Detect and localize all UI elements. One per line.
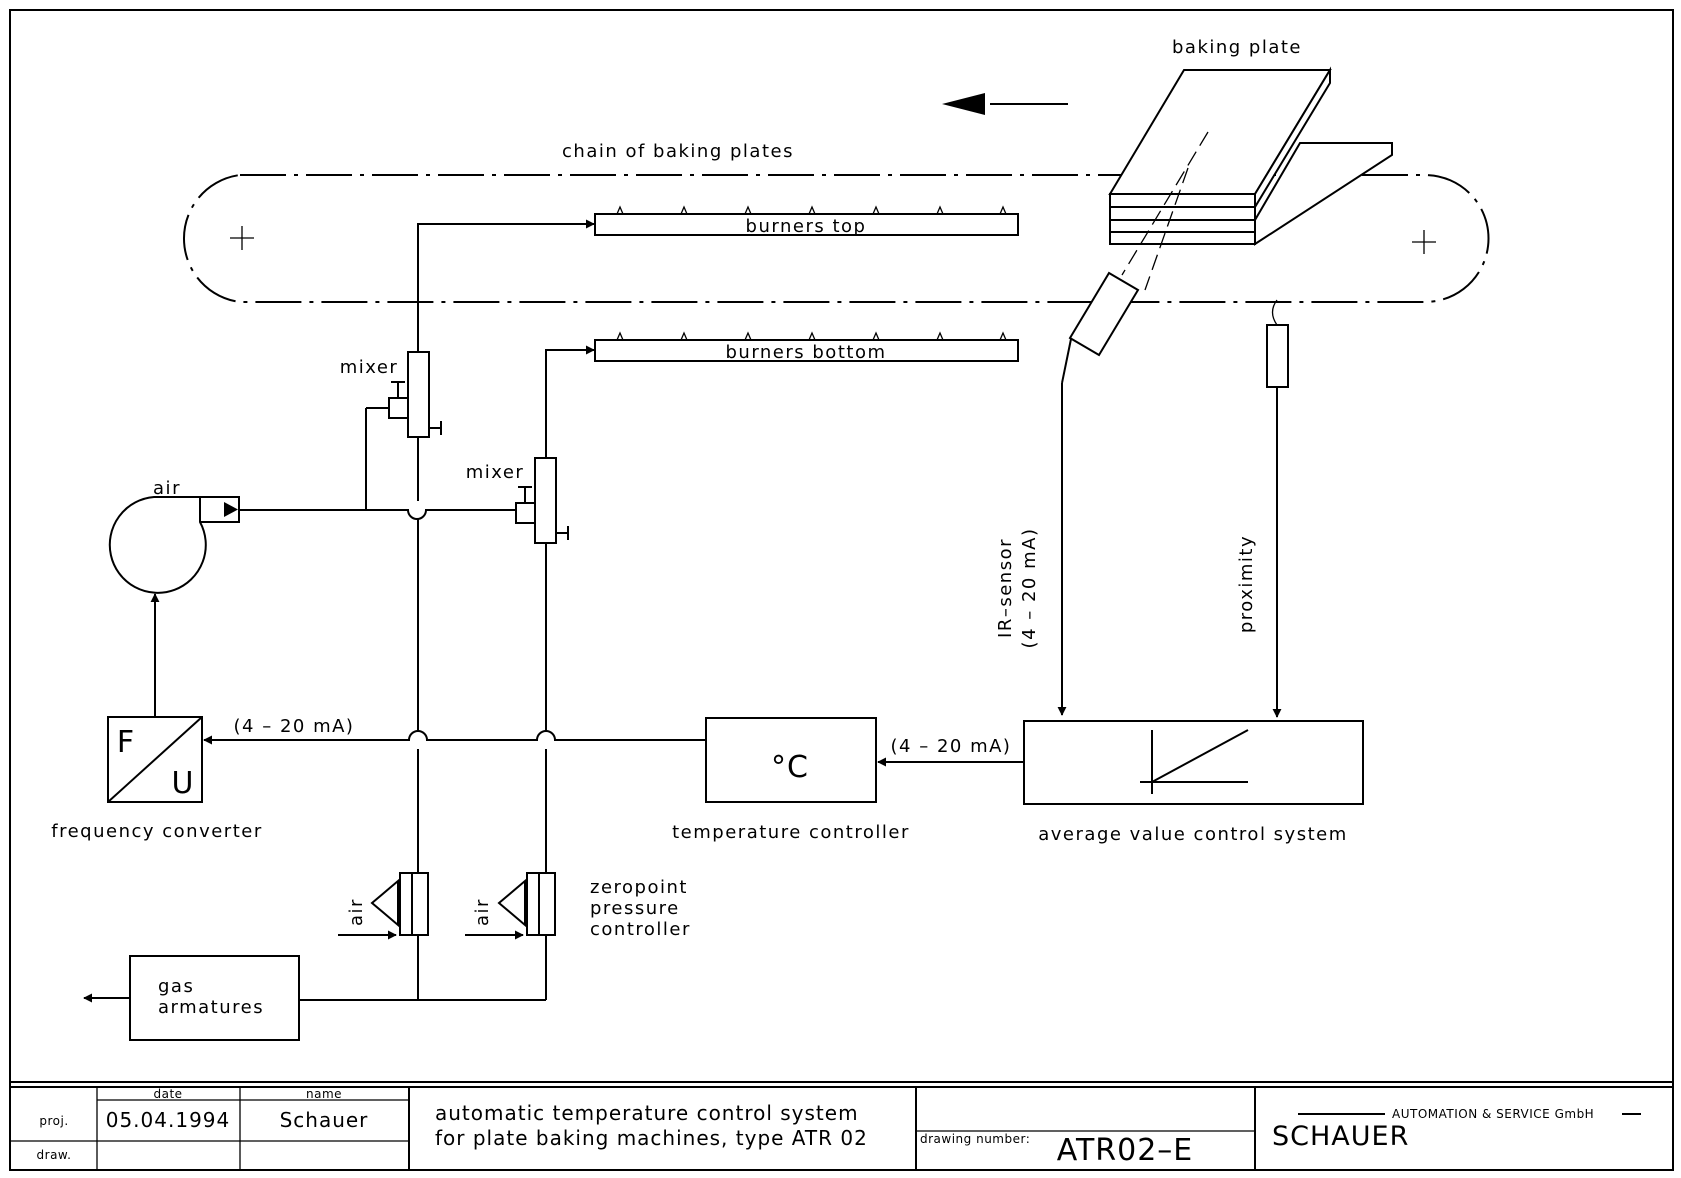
title-block: date name proj. draw. 05.04.1994 Schauer…	[9, 1086, 1674, 1171]
date-header: date	[153, 1087, 182, 1101]
zeropoint-label-3: controller	[590, 919, 691, 940]
drawing-number: ATR02–E	[1057, 1133, 1194, 1168]
zeropoint-label-2: pressure	[590, 898, 680, 919]
name-value: Schauer	[280, 1108, 369, 1132]
proj-label: proj.	[39, 1114, 68, 1128]
average-value-control-system	[1023, 720, 1364, 805]
direction-arrow-icon	[942, 93, 1068, 115]
baking-plate-label: baking plate	[1172, 37, 1302, 58]
company-sub: AUTOMATION & SERVICE GmbH	[1392, 1107, 1594, 1121]
zeropoint-controller-1	[338, 872, 429, 940]
current-label-right: (4 – 20 mA)	[891, 736, 1012, 757]
svg-text:armatures: armatures	[158, 997, 264, 1018]
proximity-label: proximity	[1236, 535, 1257, 633]
company-logo: SCHAUER AUTOMATION & SERVICE GmbH	[1272, 1107, 1641, 1152]
chain-label: chain of baking plates	[562, 141, 794, 162]
svg-text:U: U	[172, 766, 195, 801]
air-blower-label: air	[153, 478, 181, 499]
air-label-2: air	[472, 898, 493, 926]
company-name: SCHAUER	[1272, 1121, 1409, 1152]
title-line-1: automatic temperature control system	[435, 1101, 859, 1125]
svg-text:gas: gas	[158, 976, 194, 997]
burners-bottom-label: burners bottom	[725, 342, 886, 363]
gas-armatures: gas armatures	[129, 955, 300, 1041]
mixer-1-label: mixer	[340, 357, 399, 378]
baking-plate	[1108, 66, 1393, 246]
temperature-controller: °C	[705, 717, 877, 803]
mixer-1	[388, 351, 442, 438]
sensor-icon	[1057, 271, 1140, 716]
burners-top-label: burners top	[746, 216, 867, 237]
draw-label: draw.	[37, 1148, 72, 1162]
ir-beam	[1121, 131, 1209, 291]
average-value-label: average value control system	[1038, 824, 1348, 845]
frequency-converter-label: frequency converter	[51, 821, 262, 842]
sprocket-left	[230, 226, 254, 250]
ir-sensor-label: IR–sensor	[995, 538, 1016, 638]
name-header: name	[306, 1087, 342, 1101]
zeropoint-controller-2	[465, 872, 556, 940]
fan-blower-icon	[108, 496, 240, 594]
svg-text:F: F	[117, 725, 135, 760]
proximity-sensor	[1266, 299, 1289, 718]
sprocket-right	[1412, 230, 1436, 254]
ir-sensor-current-label: (4 – 20 mA)	[1019, 528, 1040, 649]
date-value: 05.04.1994	[106, 1108, 231, 1132]
air-label-1: air	[346, 898, 367, 926]
frequency-converter: F U	[107, 716, 203, 803]
drawing-number-label: drawing number:	[920, 1132, 1030, 1146]
burners-top	[594, 205, 1019, 236]
zeropoint-label-1: zeropoint	[590, 877, 688, 898]
temperature-controller-label: temperature controller	[672, 822, 910, 843]
svg-text:°C: °C	[771, 750, 809, 785]
current-label-left: (4 – 20 mA)	[234, 716, 355, 737]
trend-graph-icon	[1140, 729, 1249, 794]
burners-bottom	[594, 331, 1019, 362]
mixer-2-label: mixer	[466, 462, 525, 483]
title-line-2: for plate baking machines, type ATR 02	[435, 1126, 868, 1150]
